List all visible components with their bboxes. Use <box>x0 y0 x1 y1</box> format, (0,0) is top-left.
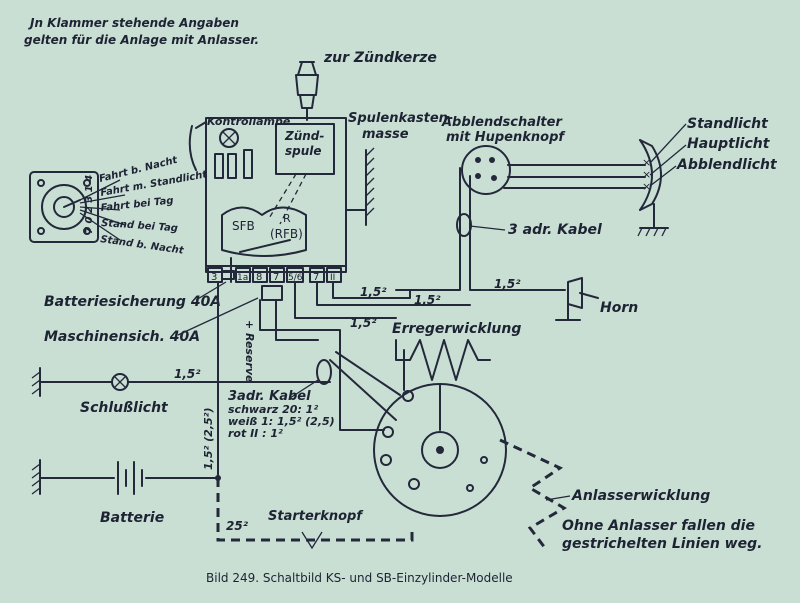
label-standlicht: Standlicht <box>687 116 769 132</box>
terminal-label: 8 <box>256 272 262 283</box>
wire-size: 1,5² <box>174 367 201 381</box>
terminal-label: 1a <box>237 273 248 283</box>
label-reserve: + Reserve <box>243 320 256 383</box>
label-kontrollampe: Kontrollampe <box>207 115 291 128</box>
note-line-1: Jn Klammer stehende Angaben <box>28 16 239 30</box>
terminal-label: 3 <box>211 272 217 283</box>
label-kabel-schwarz: schwarz 20: 1² <box>228 403 318 416</box>
label-zuendspule-2: spule <box>285 144 322 158</box>
terminal-label: 7 <box>313 272 319 283</box>
light-switch <box>29 171 126 243</box>
wire-size-starter: 25² <box>226 519 249 533</box>
wire-size-vertical: 1,5² (2,5²) <box>202 408 215 471</box>
label-anlasserwicklung: Anlasserwicklung <box>571 488 710 504</box>
label-abblendschalter-2: mit Hupenknopf <box>446 130 566 145</box>
tail-light <box>31 367 331 397</box>
lamp-cross: × <box>642 180 651 193</box>
headlamp <box>637 139 669 237</box>
terminal-label: II <box>330 273 335 283</box>
control-box <box>188 117 347 301</box>
label-spulenkasten-2: masse <box>362 127 409 142</box>
wire-size: 1,5² <box>494 277 521 291</box>
label-kabel-weiss: weiß 1: 1,5² (2,5) <box>228 415 335 428</box>
terminal-label: 5/6 <box>288 273 303 283</box>
switch-position: Stand bei Tag <box>101 218 178 234</box>
dimmer-switch <box>461 145 511 195</box>
label-r: R <box>283 212 291 225</box>
label-spulenkasten-1: Spulenkasten- <box>348 111 453 126</box>
label-kabel-rot: rot II : 1² <box>228 427 283 440</box>
figure-caption: Bild 249. Schaltbild KS- und SB-Einzylin… <box>206 571 513 585</box>
generator <box>373 339 507 517</box>
label-abblendlicht: Abblendlicht <box>676 157 778 173</box>
switch-position: Stand b. Nacht <box>100 234 186 257</box>
wire-size: 1,5² <box>350 316 377 330</box>
label-batterie: Batterie <box>100 510 164 526</box>
label-rfb: (RFB) <box>270 227 303 241</box>
wire-size: 1,5² <box>360 285 387 299</box>
label-schlusslicht: Schlußlicht <box>80 400 169 416</box>
switch-digits: 7 0 2 3 1 4 <box>84 175 95 234</box>
label-ohne-2: gestrichelten Linien weg. <box>562 536 762 552</box>
label-hauptlicht: Hauptlicht <box>687 136 771 152</box>
label-starterknopf: Starterknopf <box>268 509 364 524</box>
label-ohne-1: Ohne Anlasser fallen die <box>562 518 755 534</box>
switch-position: Fahrt bei Tag <box>100 195 174 214</box>
terminal-label: 7 <box>273 272 279 283</box>
note-line-2: gelten für die Anlage mit Anlasser. <box>24 33 259 47</box>
label-zuendspule-1: Zünd- <box>284 129 324 143</box>
battery <box>31 459 221 495</box>
label-horn: Horn <box>600 300 638 316</box>
label-abblendschalter-1: Abblendschalter <box>441 115 563 130</box>
label-3adr-kabel-left: 3adr. Kabel <box>228 389 311 404</box>
label-erregerwicklung: Erregerwicklung <box>392 321 521 337</box>
horn <box>555 277 599 321</box>
label-maschinensicherung: Maschinensich. 40A <box>44 329 200 345</box>
spark-plug-connector <box>295 61 319 121</box>
label-3adr-kabel-right: 3 adr. Kabel <box>508 222 602 238</box>
lamp-cross: × <box>642 168 651 181</box>
wire-size: 1,5² <box>414 293 441 307</box>
label-batteriesicherung: Batteriesicherung 40A <box>44 294 221 310</box>
lamp-cross: × <box>642 156 651 169</box>
label-sfb: SFB <box>232 219 255 233</box>
label-zuendkerze: zur Zündkerze <box>323 50 437 66</box>
